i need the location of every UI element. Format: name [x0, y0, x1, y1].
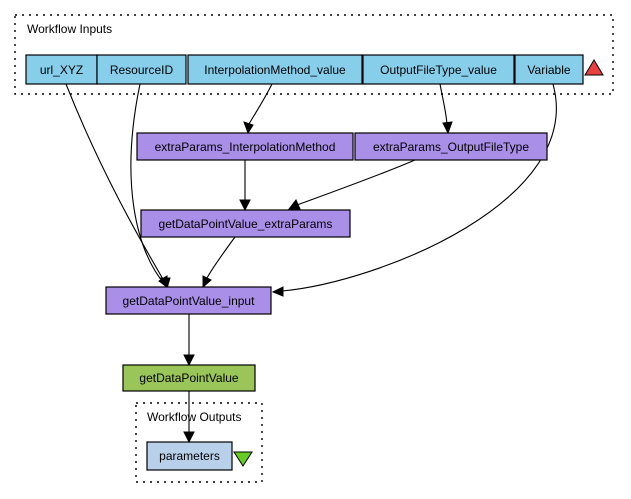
workflow-outputs-cluster: Workflow Outputs [135, 402, 263, 483]
edge-resourceid-to-input [130, 83, 167, 287]
workflow-inputs-cluster: Workflow Inputs [14, 14, 614, 95]
red-triangle-up-icon [584, 59, 604, 76]
processor-extraparams-interpolationmethod-box [136, 132, 354, 161]
input-port-resourceid[interactable]: ResourceID [96, 54, 187, 85]
processor-extraparams-outputfiletype[interactable]: extraParams_OutputFileType [354, 132, 548, 161]
edge-get-extra-to-input-arrowhead [202, 275, 212, 289]
edge-outputtype-value-to-extra [439, 83, 448, 125]
input-port-resourceid-box [96, 54, 187, 85]
workflow-inputs-border [14, 14, 614, 95]
edge-extra-output-to-get-extra [296, 159, 416, 206]
edge-resourceid-to-input-arrowhead [158, 275, 169, 290]
green-triangle-down-icon [233, 451, 253, 467]
processor-extraparams-outputfiletype-box [354, 132, 548, 161]
input-port-interpolationmethod-value-box [187, 54, 363, 85]
processor-getdatapointvalue-box [122, 364, 256, 392]
input-port-resourceid-label: ResourceID [110, 63, 174, 77]
processor-getdatapointvalue-input-box [105, 286, 272, 315]
output-ports: parameters [146, 441, 253, 471]
input-port-variable[interactable]: Variable [514, 54, 584, 85]
input-port-url-xyz-label: url_XYZ [40, 63, 83, 77]
input-port-variable-box [514, 54, 584, 85]
edge-url-to-input [65, 83, 168, 287]
processor-getdatapointvalue-extraparams-box [140, 209, 351, 238]
workflow-inputs-title: Workflow Inputs [27, 22, 112, 36]
processor-extraparams-outputfiletype-label: extraParams_OutputFileType [373, 140, 529, 154]
processor-extraparams-interpolationmethod-label: extraParams_InterpolationMethod [155, 140, 336, 154]
edge-value-to-parameters-arrowhead [183, 431, 195, 444]
edge-variable-to-input [281, 83, 557, 292]
input-port-interpolationmethod-value[interactable]: InterpolationMethod_value [187, 54, 363, 85]
edge-interp-value-to-extra-arrowhead [243, 121, 254, 135]
processor-getdatapointvalue-label: getDataPointValue [139, 371, 239, 385]
edge-input-to-value-arrowhead [183, 354, 195, 367]
processor-extraparams-interpolationmethod[interactable]: extraParams_InterpolationMethod [136, 132, 354, 161]
output-port-parameters[interactable]: parameters [146, 441, 233, 471]
edge-outputtype-value-to-extra-arrowhead [442, 121, 453, 135]
processor-getdatapointvalue[interactable]: getDataPointValue [122, 364, 256, 392]
workflow-outputs-border [135, 402, 263, 483]
input-port-outputfiletype-value-label: OutputFileType_value [380, 63, 497, 77]
workflow-outputs-title: Workflow Outputs [147, 410, 241, 424]
processors: extraParams_InterpolationMethod extraPar… [105, 132, 548, 392]
edge-get-extra-to-input [206, 236, 236, 279]
edge-extra-output-to-get-extra-arrowhead [287, 199, 301, 210]
input-port-interpolationmethod-value-label: InterpolationMethod_value [204, 63, 346, 77]
output-port-parameters-label: parameters [159, 449, 220, 463]
input-port-outputfiletype-value-box [362, 54, 515, 85]
processor-getdatapointvalue-input-label: getDataPointValue_input [123, 294, 256, 308]
input-port-url-xyz-box [25, 54, 98, 85]
processor-getdatapointvalue-extraparams-label: getDataPointValue_extraParams [159, 217, 333, 231]
input-port-url-xyz[interactable]: url_XYZ [25, 54, 98, 85]
input-port-outputfiletype-value[interactable]: OutputFileType_value [362, 54, 515, 85]
input-ports: url_XYZ ResourceID InterpolationMethod_v… [25, 54, 604, 85]
input-port-variable-label: Variable [527, 63, 570, 77]
edge-variable-to-input-arrowhead [271, 286, 284, 297]
edge-interp-value-to-extra [248, 83, 273, 125]
processor-getdatapointvalue-extraparams[interactable]: getDataPointValue_extraParams [140, 209, 351, 238]
edge-extra-interp-to-get-extra-arrowhead [239, 199, 251, 212]
edges [65, 83, 557, 444]
processor-getdatapointvalue-input[interactable]: getDataPointValue_input [105, 286, 272, 315]
output-port-parameters-box [146, 441, 233, 471]
